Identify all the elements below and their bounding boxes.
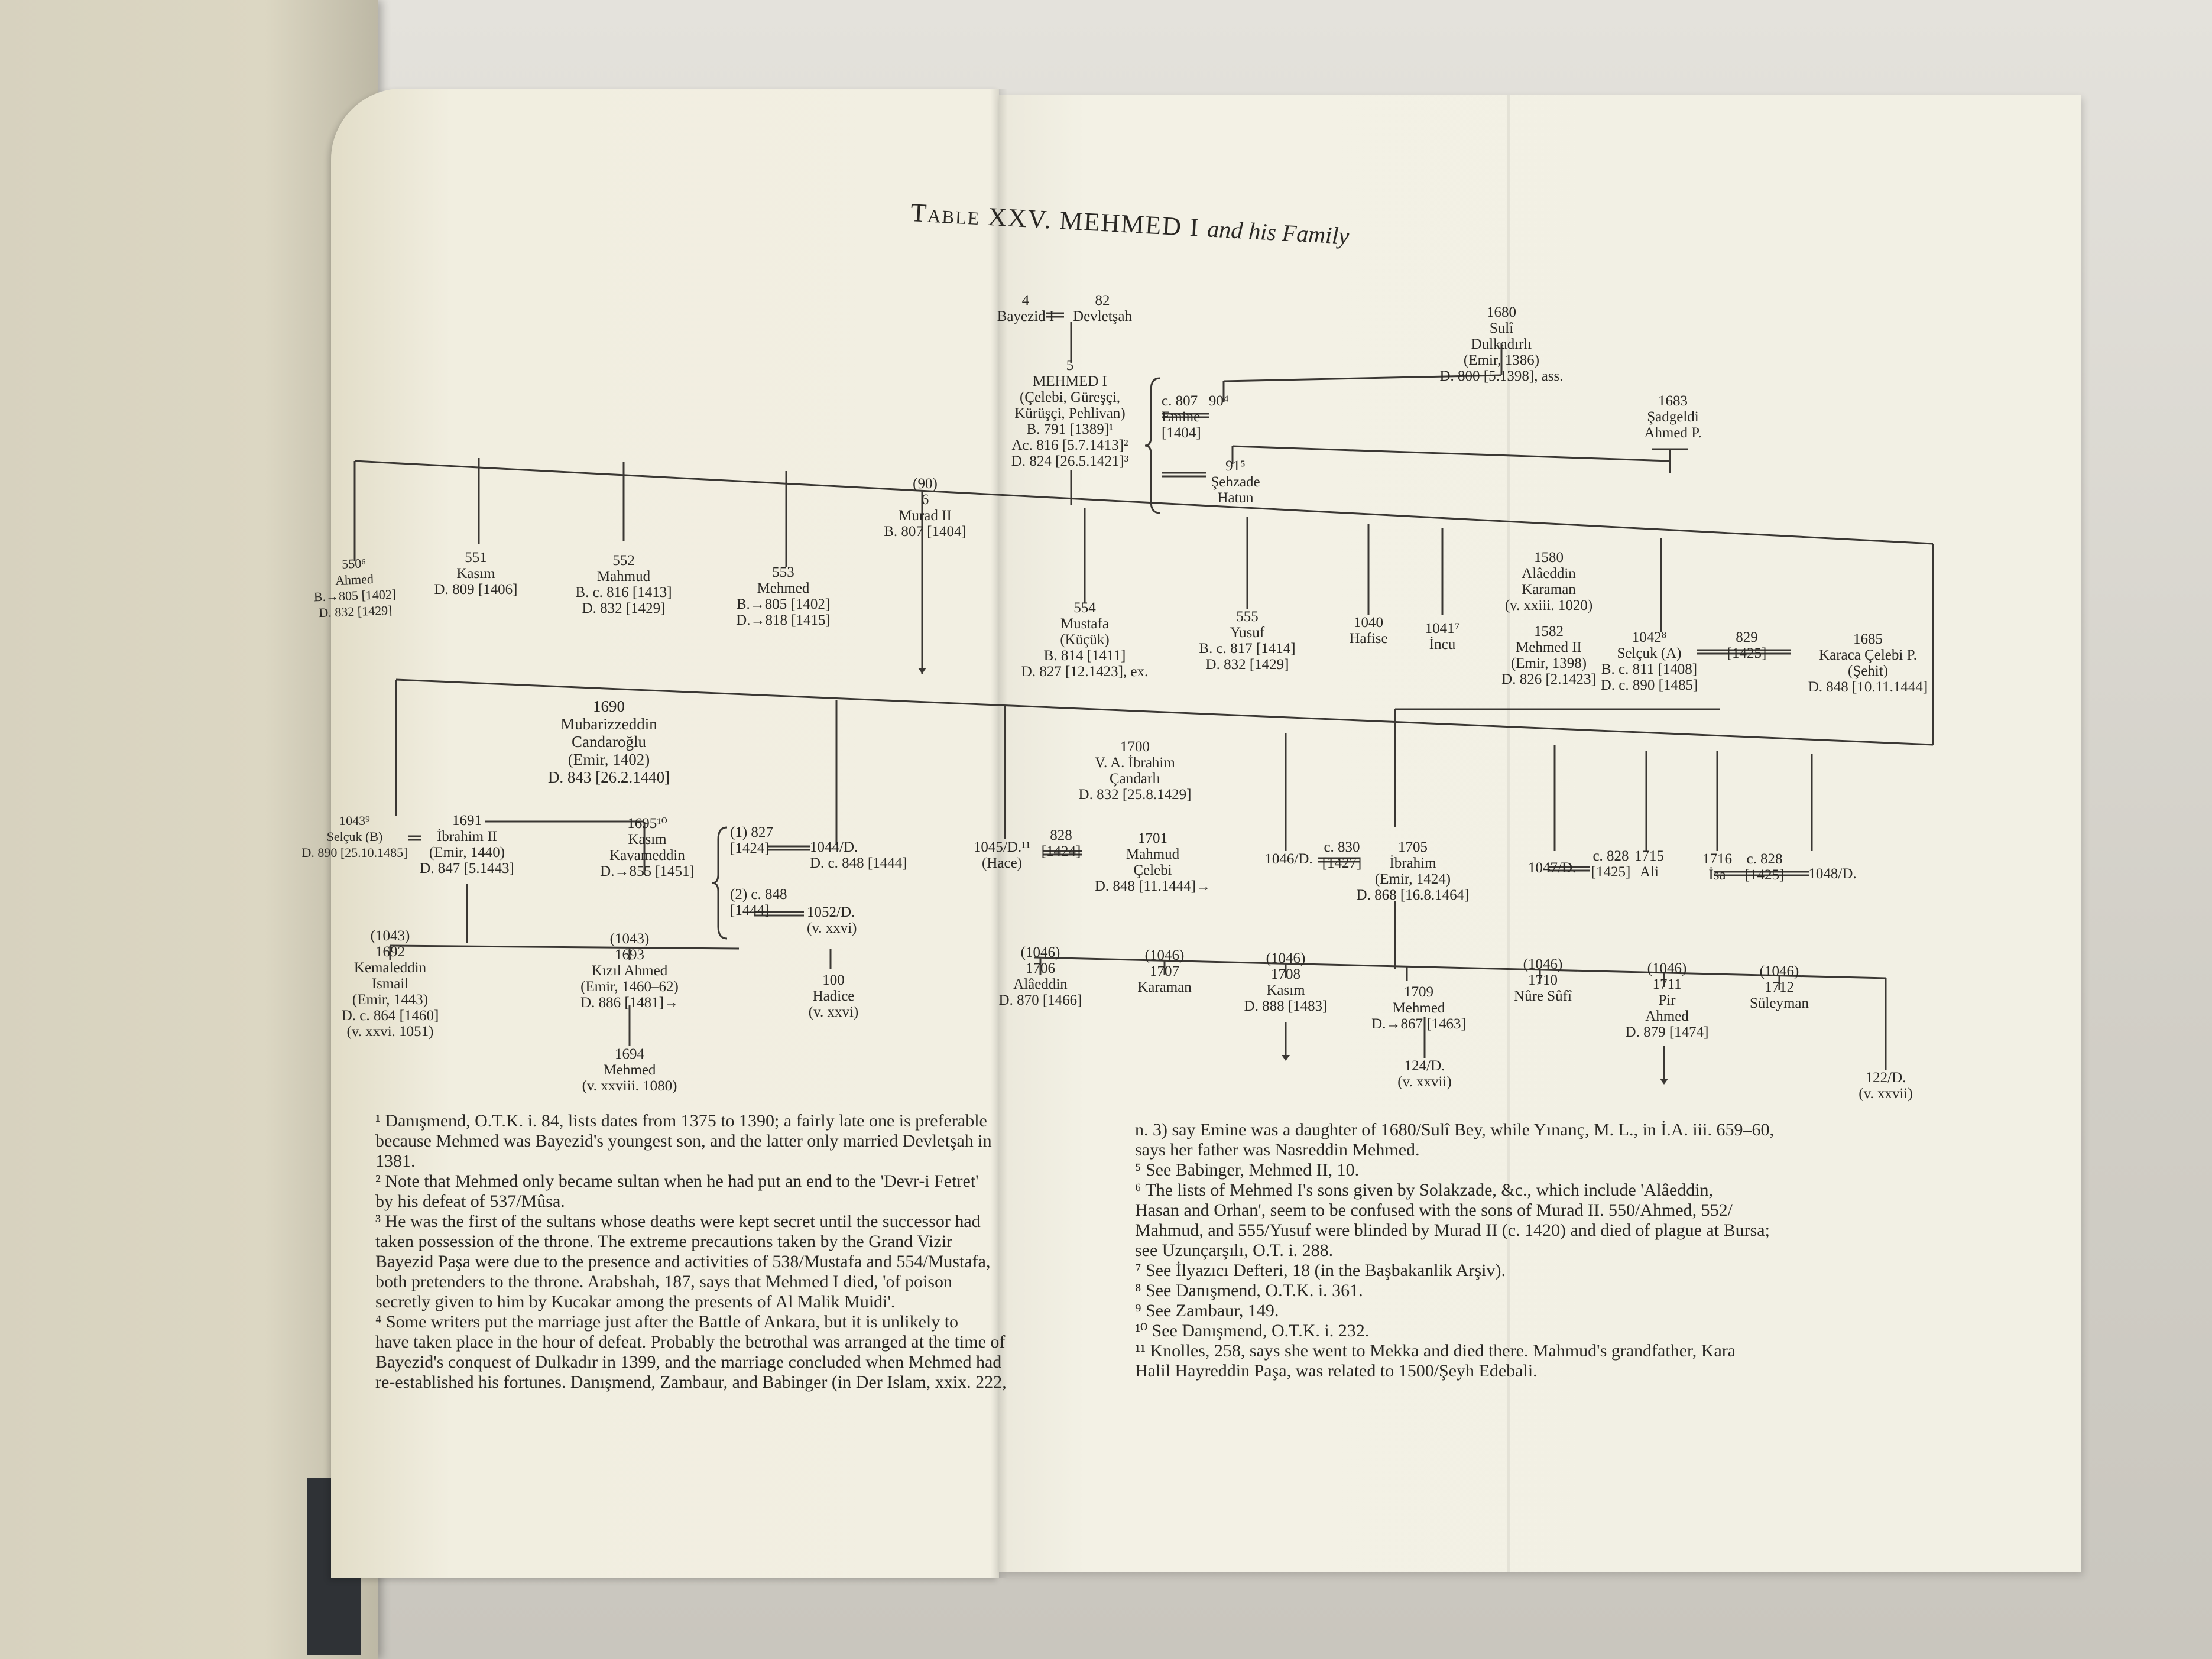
mahmud552-node: 552 Mahmud B. c. 816 [1413] D. 832 [1429…: [575, 553, 672, 616]
footnote-line: taken possession of the throne. The extr…: [375, 1232, 952, 1251]
m828a-node: 828 [1424]: [1041, 827, 1081, 859]
footnote-line: because Mehmed was Bayezid's youngest so…: [375, 1131, 992, 1151]
footnote-line: ³ He was the first of the sultans whose …: [375, 1212, 981, 1231]
footnote-line: Halil Hayreddin Paşa, was related to 150…: [1135, 1361, 1538, 1381]
suli-node: 1680 Sulî Dulkadırlı (Emir, 1386) D. 800…: [1439, 304, 1564, 384]
m830-node: c. 830 [1427]: [1322, 839, 1362, 871]
mehmed1709-node: 1709 Mehmed D.→867 [1463]: [1371, 984, 1466, 1032]
yusuf555-node: 555 Yusuf B. c. 817 [1414] D. 832 [1429]: [1199, 609, 1296, 673]
ahmed550-node: 550⁶ Ahmed B.→805 [1402] D. 832 [1429]: [313, 556, 397, 621]
footnote-line: ⁷ See İlyazıcı Defteri, 18 (in the Başba…: [1135, 1261, 1506, 1280]
sadgeldi-node: 1683 Şadgeldi Ahmed P.: [1644, 393, 1702, 441]
footnote-line: ¹¹ Knolles, 258, says she went to Mekka …: [1135, 1341, 1736, 1361]
footnote-line: Hasan and Orhan', seem to be confused wi…: [1135, 1200, 1733, 1220]
kasim1708-node: (1046) 1708 Kasım D. 888 [1483]: [1244, 950, 1328, 1014]
d1044-node: 1044/D. D. c. 848 [1444]: [810, 839, 907, 871]
devletsah-node: 82 Devletşah: [1073, 293, 1132, 324]
m848-node: (2) c. 848 [1444]: [730, 887, 787, 918]
right-page: [999, 95, 2081, 1572]
footnote-line: ¹⁰ See Danışmend, O.T.K. i. 232.: [1135, 1321, 1370, 1340]
footnotes-right: n. 3) say Emine was a daughter of 1680/S…: [1135, 1120, 2045, 1381]
alaeddin1706-node: (1046) 1706 Alâeddin D. 870 [1466]: [998, 944, 1082, 1008]
footnote-line: ² Note that Mehmed only became sultan wh…: [375, 1171, 979, 1191]
mehmed1582-node: 1582 Mehmed II (Emir, 1398) D. 826 [2.14…: [1501, 624, 1596, 687]
footnote-line: ⁶ The lists of Mehmed I's sons given by …: [1135, 1180, 1714, 1200]
d1048-node: 1048/D.: [1808, 866, 1857, 882]
footnote-line: 1381.: [375, 1151, 416, 1171]
footnote-line: Bayezid Paşa were due to the presence an…: [375, 1252, 991, 1271]
suleyman1712-node: (1046) 1712 Süleyman: [1750, 963, 1809, 1011]
mubarizzeddin-node: 1690 Mubarizzeddin Candaroğlu (Emir, 140…: [547, 697, 670, 786]
bayezid-node: 4 Bayezid I: [997, 293, 1055, 324]
emine-node: c. 807 90⁴ Emine [1404]: [1162, 393, 1229, 441]
footnote-line: have taken place in the hour of defeat. …: [375, 1332, 1006, 1352]
nure1710-node: (1046) 1710 Nûre Sûfî: [1514, 956, 1572, 1004]
karaca-node: 1685 Karaca Çelebi P. (Şehit) D. 848 [10…: [1808, 631, 1928, 695]
ibrahim1691-node: 1691 İbrahim II (Emir, 1440) D. 847 [5.1…: [420, 813, 514, 876]
footnote-line: says her father was Nasreddin Mehmed.: [1135, 1140, 1420, 1160]
d1047-node: 1047/D.: [1528, 860, 1577, 876]
kasim551-node: 551 Kasım D. 809 [1406]: [434, 550, 518, 598]
footnote-line: ⁵ See Babinger, Mehmed II, 10.: [1135, 1160, 1360, 1180]
hace1045-node: 1045/D.¹¹ (Hace): [973, 839, 1031, 871]
footnote-line: by his defeat of 537/Mûsa.: [375, 1192, 565, 1211]
hafise-node: 1040 Hafise: [1349, 615, 1388, 647]
footnote-line: ¹ Danışmend, O.T.K. i. 84, lists dates f…: [375, 1111, 987, 1131]
alaeddin1580-node: 1580 Alâeddin Karaman (v. xxiii. 1020): [1504, 550, 1593, 613]
m828b-node: c. 828 [1425]: [1591, 848, 1631, 880]
mahmud1701-node: 1701 Mahmud Çelebi D. 848 [11.1444]→: [1094, 830, 1211, 894]
footnote-line: ⁴ Some writers put the marriage just aft…: [375, 1312, 959, 1332]
ibrahim1705-node: 1705 İbrahim (Emir, 1424) D. 868 [16.8.1…: [1356, 839, 1470, 903]
murad6-node: (90) 6 Murad II B. 807 [1404]: [884, 476, 966, 540]
isa1716-node: 1716 İsa: [1702, 851, 1732, 883]
selcukA-node: 1042⁸ Selçuk (A) B. c. 811 [1408] D. c. …: [1600, 629, 1698, 693]
mehmed1694-node: 1694 Mehmed (v. xxviii. 1080): [582, 1046, 677, 1094]
footnotes-left: ¹ Danışmend, O.T.K. i. 84, lists dates f…: [375, 1111, 1108, 1392]
d122-node: 122/D. (v. xxvii): [1859, 1070, 1913, 1102]
left-page: [331, 89, 999, 1578]
d124-node: 124/D. (v. xxvii): [1397, 1058, 1452, 1090]
hadice-node: 100 Hadice (v. xxvi): [808, 972, 859, 1020]
pir1711-node: (1046) 1711 Pir Ahmed D. 879 [1474]: [1625, 960, 1709, 1040]
footnote-line: see Uzunçarşılı, O.T. i. 288.: [1135, 1241, 1334, 1260]
candarli1700-node: 1700 V. A. İbrahim Çandarlı D. 832 [25.8…: [1078, 739, 1192, 803]
mustafa554-node: 554 Mustafa (Küçük) B. 814 [1411] D. 827…: [1021, 600, 1149, 680]
footnote-line: re-established his fortunes. Danışmend, …: [375, 1372, 1007, 1392]
incu-node: 1041⁷ İncu: [1425, 621, 1460, 652]
kasim1695-node: 1695¹⁰ Kasım Kavameddin D.→855 [1451]: [600, 816, 695, 879]
mehmed553-node: 553 Mehmed B.→805 [1402] D.→818 [1415]: [736, 564, 831, 628]
footnote-line: ⁹ See Zambaur, 149.: [1135, 1301, 1279, 1320]
ali1715-node: 1715 Ali: [1634, 848, 1664, 880]
footnote-line: Mahmud, and 555/Yusuf were blinded by Mu…: [1135, 1220, 1770, 1240]
m829-node: 829 [1425]: [1727, 629, 1767, 661]
mehmed1-node: 5 MEHMED I (Çelebi, Güreşçi, Kürüşçi, Pe…: [1011, 358, 1129, 469]
sehzade-node: 91⁵ Şehzade Hatun: [1211, 458, 1260, 506]
page-fold: [1507, 95, 1510, 1572]
m827-node: (1) 827 [1424]: [730, 824, 773, 856]
footnote-line: ⁸ See Danışmend, O.T.K. i. 361.: [1135, 1281, 1363, 1300]
selcukB-node: 1043⁹ Selçuk (B) D. 890 [25.10.1485]: [301, 813, 408, 860]
footnote-line: both pretenders to the throne. Arabshah,…: [375, 1272, 953, 1291]
kemaleddin-node: (1043) 1692 Kemaleddin Ismail (Emir, 144…: [341, 928, 439, 1040]
m828c-node: c. 828 [1425]: [1744, 851, 1785, 883]
footnote-line: Bayezid's conquest of Dulkadır in 1399, …: [375, 1352, 1002, 1372]
d1046-node: 1046/D.: [1264, 851, 1313, 867]
kizil-node: (1043) 1693 Kızıl Ahmed (Emir, 1460–62) …: [580, 931, 679, 1011]
book-cover: [0, 0, 378, 1659]
d1052-node: 1052/D. (v. xxvi): [807, 904, 857, 936]
footnote-line: n. 3) say Emine was a daughter of 1680/S…: [1135, 1120, 1774, 1139]
footnote-line: secretly given to him by Kucakar among t…: [375, 1292, 896, 1311]
karaman1707-node: (1046) 1707 Karaman: [1137, 947, 1192, 995]
